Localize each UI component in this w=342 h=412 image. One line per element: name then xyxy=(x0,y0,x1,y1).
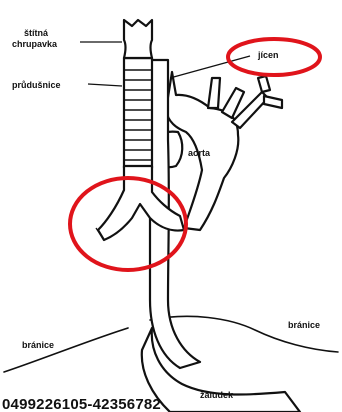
label-esophagus: jícen xyxy=(257,50,279,60)
label-trachea: průdušnice xyxy=(12,80,61,90)
label-diaphragm-right: bránice xyxy=(288,320,320,330)
label-stomach: žaludek xyxy=(200,390,234,400)
label-thyroid-line1: štítná xyxy=(24,28,49,38)
thyroid-cartilage xyxy=(124,20,152,58)
label-thyroid-line2: chrupavka xyxy=(12,39,58,49)
watermark-text: 0499226105-42356782 xyxy=(2,396,161,412)
label-aorta: aorta xyxy=(188,148,211,158)
label-diaphragm-left: bránice xyxy=(22,340,54,350)
trachea-tube xyxy=(124,58,152,168)
leader-trachea xyxy=(88,84,122,86)
